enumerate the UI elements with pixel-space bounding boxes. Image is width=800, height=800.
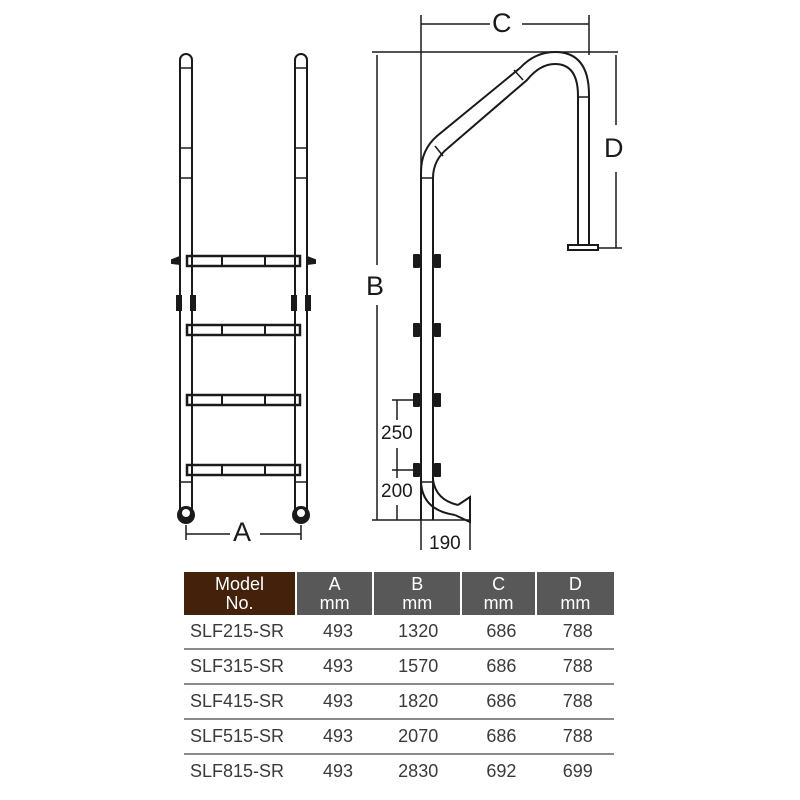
side-handrail	[420, 50, 599, 524]
cell-d: 788	[536, 685, 614, 720]
cell-c: 686	[462, 615, 537, 650]
header-a-line1: A	[328, 573, 341, 594]
specification-table: Model No. A mm B mm C mm D mm SLF215-SR	[184, 572, 614, 788]
side-dimension-lines	[372, 15, 622, 550]
header-b: B mm	[374, 572, 463, 615]
header-c-line2: mm	[483, 592, 514, 613]
cell-d: 788	[536, 615, 614, 650]
table-row: SLF515-SR 493 2070 686 788	[184, 720, 614, 755]
table-row: SLF215-SR 493 1320 686 788	[184, 615, 614, 650]
base-offset-label: 190	[428, 533, 462, 554]
cell-d: 788	[536, 650, 614, 685]
header-d: D mm	[536, 572, 614, 615]
cell-d: 788	[536, 720, 614, 755]
front-view	[171, 53, 316, 540]
header-model: Model No.	[184, 572, 297, 615]
header-model-line1: Model	[214, 573, 265, 594]
cell-b: 2830	[398, 761, 439, 781]
table-row: SLF315-SR 493 1570 686 788	[184, 650, 614, 685]
header-c-line1: C	[492, 573, 506, 594]
table-header-row: Model No. A mm B mm C mm D mm	[184, 572, 614, 615]
header-b-line2: mm	[402, 592, 433, 613]
side-step-brackets	[413, 254, 441, 477]
header-model-line2: No.	[225, 592, 254, 613]
cell-model: SLF815-SR	[190, 761, 285, 781]
cell-a: 493	[297, 615, 375, 650]
dimension-c-label: C	[490, 8, 514, 38]
front-steps	[185, 254, 302, 477]
header-d-line1: D	[568, 573, 582, 594]
header-a: A mm	[297, 572, 375, 615]
cell-b: 1820	[374, 685, 463, 720]
step-spacing-label: 250	[380, 423, 414, 444]
cell-d: 699	[562, 761, 593, 781]
header-d-line2: mm	[560, 592, 591, 613]
dimension-a-label: A	[231, 517, 254, 547]
cell-model: SLF215-SR	[184, 615, 297, 650]
front-feet	[177, 506, 310, 524]
header-b-line1: B	[411, 573, 424, 594]
cell-c: 686	[462, 650, 537, 685]
header-c: C mm	[462, 572, 537, 615]
table-row: SLF415-SR 493 1820 686 788	[184, 685, 614, 720]
front-right-rail	[294, 53, 308, 515]
cell-c: 686	[462, 685, 537, 720]
cell-a: 493	[297, 650, 375, 685]
cell-model: SLF515-SR	[184, 720, 297, 755]
cell-c: 686	[462, 720, 537, 755]
dimension-d-label: D	[602, 133, 626, 163]
dimension-b-label: B	[364, 271, 387, 301]
side-view	[372, 15, 622, 550]
cell-model: SLF415-SR	[184, 685, 297, 720]
cell-b: 1570	[374, 650, 463, 685]
cell-model: SLF315-SR	[184, 650, 297, 685]
cell-b: 1320	[374, 615, 463, 650]
front-brackets	[171, 255, 316, 311]
ladder-technical-drawing	[171, 15, 622, 550]
cell-c: 692	[486, 761, 517, 781]
bottom-step-height-label: 200	[380, 481, 414, 502]
header-a-line2: mm	[319, 592, 350, 613]
cell-b: 2070	[374, 720, 463, 755]
front-left-rail	[179, 53, 193, 515]
dimension-a-line	[185, 525, 302, 540]
cell-a: 493	[297, 685, 375, 720]
cell-a: 493	[297, 720, 375, 755]
cell-a: 493	[323, 761, 354, 781]
table-row: SLF815-SR 493 2830 692 699	[184, 755, 614, 788]
